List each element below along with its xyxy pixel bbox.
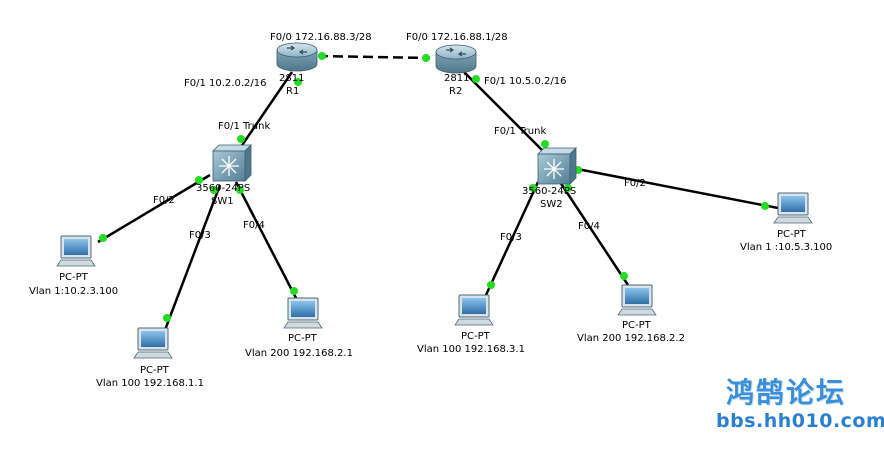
pc-icon[interactable] xyxy=(283,297,323,329)
pc1-type-label: PC-PT xyxy=(59,272,88,283)
r1-f00-label: F0/0 172.16.88.3/28 xyxy=(270,32,372,43)
pc2-desc-label: Vlan 100 192.168.1.1 xyxy=(96,378,204,389)
pc1-desc-label: Vlan 1:10.2.3.100 xyxy=(29,286,119,297)
r2-model-label: 2811 xyxy=(444,73,470,84)
sw1-model-label: 3560-24PS xyxy=(196,183,251,194)
link-r1-r2[interactable] xyxy=(317,54,431,60)
link-sw2-pc4[interactable] xyxy=(484,181,540,296)
r1-name-label: R1 xyxy=(286,86,300,97)
watermark-logo-text: 鸿鹄论坛 xyxy=(726,376,847,409)
port-light xyxy=(472,75,480,83)
pc-icon[interactable] xyxy=(454,294,494,326)
link-sw2-pc6[interactable] xyxy=(571,166,779,210)
sw1-f02-label: F0/2 xyxy=(153,195,175,206)
r2-name-label: R2 xyxy=(449,86,463,97)
r2-f00-label: F0/0 172.16.88.1/28 xyxy=(406,32,508,43)
pc4-desc-label: Vlan 100 192.168.3.1 xyxy=(417,344,525,355)
port-light xyxy=(163,314,171,322)
port-light xyxy=(210,186,218,194)
port-light xyxy=(564,184,572,192)
sw2-f02-label: F0/2 xyxy=(624,178,646,189)
port-light xyxy=(318,52,326,60)
link-r2-sw2[interactable] xyxy=(461,69,553,161)
router-icon[interactable] xyxy=(435,44,477,74)
port-light xyxy=(236,186,244,194)
r1-model-label: 2811 xyxy=(279,73,305,84)
pc4-type-label: PC-PT xyxy=(461,331,490,342)
sw2-f01-label: F0/1 Trunk xyxy=(494,126,547,137)
pc-icon[interactable] xyxy=(773,192,813,224)
router-icon[interactable] xyxy=(276,42,318,72)
links xyxy=(97,54,779,331)
sw1-f01-label: F0/1 Trunk xyxy=(218,121,271,132)
pc5-desc-label: Vlan 200 192.168.2.2 xyxy=(577,333,685,344)
port-light xyxy=(294,78,302,86)
pc3-desc-label: Vlan 200 192.168.2.1 xyxy=(245,348,353,359)
port-light xyxy=(761,202,769,210)
link-sw1-pc2[interactable] xyxy=(163,184,222,331)
pc6-desc-label: Vlan 1 :10.5.3.100 xyxy=(740,242,833,253)
port-light xyxy=(487,281,495,289)
multilayer-switch-icon[interactable] xyxy=(212,144,252,182)
port-light xyxy=(237,135,245,143)
watermark-url: bbs.hh010.com xyxy=(716,410,884,432)
pc-icon[interactable] xyxy=(133,327,173,359)
port-lights xyxy=(99,52,769,322)
port-light xyxy=(620,272,628,280)
pc3-type-label: PC-PT xyxy=(288,333,317,344)
pc5-type-label: PC-PT xyxy=(622,320,651,331)
link-sw2-pc5[interactable] xyxy=(558,181,630,286)
sw2-f03-label: F0/3 xyxy=(500,232,522,243)
link-sw1-pc1[interactable] xyxy=(97,173,211,244)
r2-f01-label: F0/1 10.5.0.2/16 xyxy=(484,76,567,87)
multilayer-switch-icon[interactable] xyxy=(537,147,577,185)
sw2-model-label: 3560-24PS xyxy=(522,186,577,197)
sw1-f03-label: F0/3 xyxy=(189,230,211,241)
link-sw1-pc3[interactable] xyxy=(234,181,298,299)
port-light xyxy=(541,140,549,148)
sw2-name-label: SW2 xyxy=(540,199,563,210)
port-light xyxy=(422,54,430,62)
port-light xyxy=(99,234,107,242)
r1-f01-label: F0/1 10.2.0.2/16 xyxy=(184,78,267,89)
sw1-f04-label: F0/4 xyxy=(243,220,265,231)
sw1-name-label: SW1 xyxy=(211,196,234,207)
pc-icon[interactable] xyxy=(617,284,657,316)
pc6-type-label: PC-PT xyxy=(777,229,806,240)
pc-icon[interactable] xyxy=(56,235,96,267)
sw2-f04-label: F0/4 xyxy=(578,221,600,232)
port-light xyxy=(290,287,298,295)
port-light xyxy=(195,176,203,184)
pc2-type-label: PC-PT xyxy=(140,365,169,376)
port-light xyxy=(529,184,537,192)
